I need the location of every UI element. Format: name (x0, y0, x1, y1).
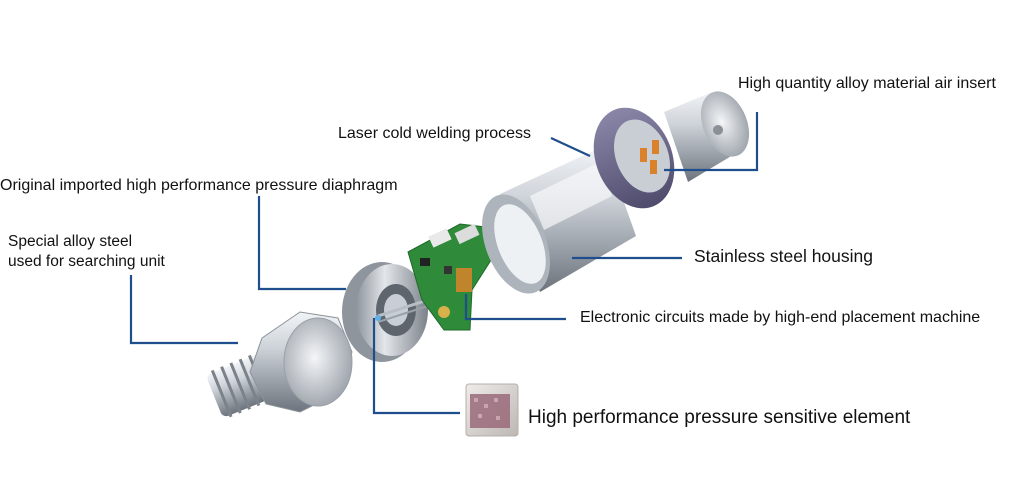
label-sensitive-element: High performance pressure sensitive elem… (528, 407, 911, 428)
connector-icon (593, 91, 750, 209)
housing-icon (482, 146, 636, 294)
label-special-alloy-line1: Special alloy steel (8, 233, 133, 250)
leader-air-insert (664, 112, 759, 172)
label-laser-welding: Laser cold welding process (338, 125, 531, 142)
label-housing: Stainless steel housing (694, 246, 873, 266)
label-diaphragm: Original imported high performance press… (0, 177, 398, 194)
sensor-chip-icon (465, 383, 519, 437)
diaphragm-icon (342, 262, 441, 362)
bolt-icon (207, 311, 353, 418)
leader-laser-welding (550, 137, 591, 157)
leader-circuits (464, 294, 566, 321)
label-circuits: Electronic circuits made by high-end pla… (580, 309, 981, 326)
pcb-icon (407, 223, 501, 331)
leader-lines (129, 112, 759, 415)
label-air-insert: High quantity alloy material air insert (738, 75, 996, 92)
leader-special-alloy (129, 275, 238, 345)
leader-sensitive-element (372, 318, 460, 415)
leader-diaphragm (257, 196, 346, 291)
label-special-alloy-line2: used for searching unit (8, 253, 165, 270)
